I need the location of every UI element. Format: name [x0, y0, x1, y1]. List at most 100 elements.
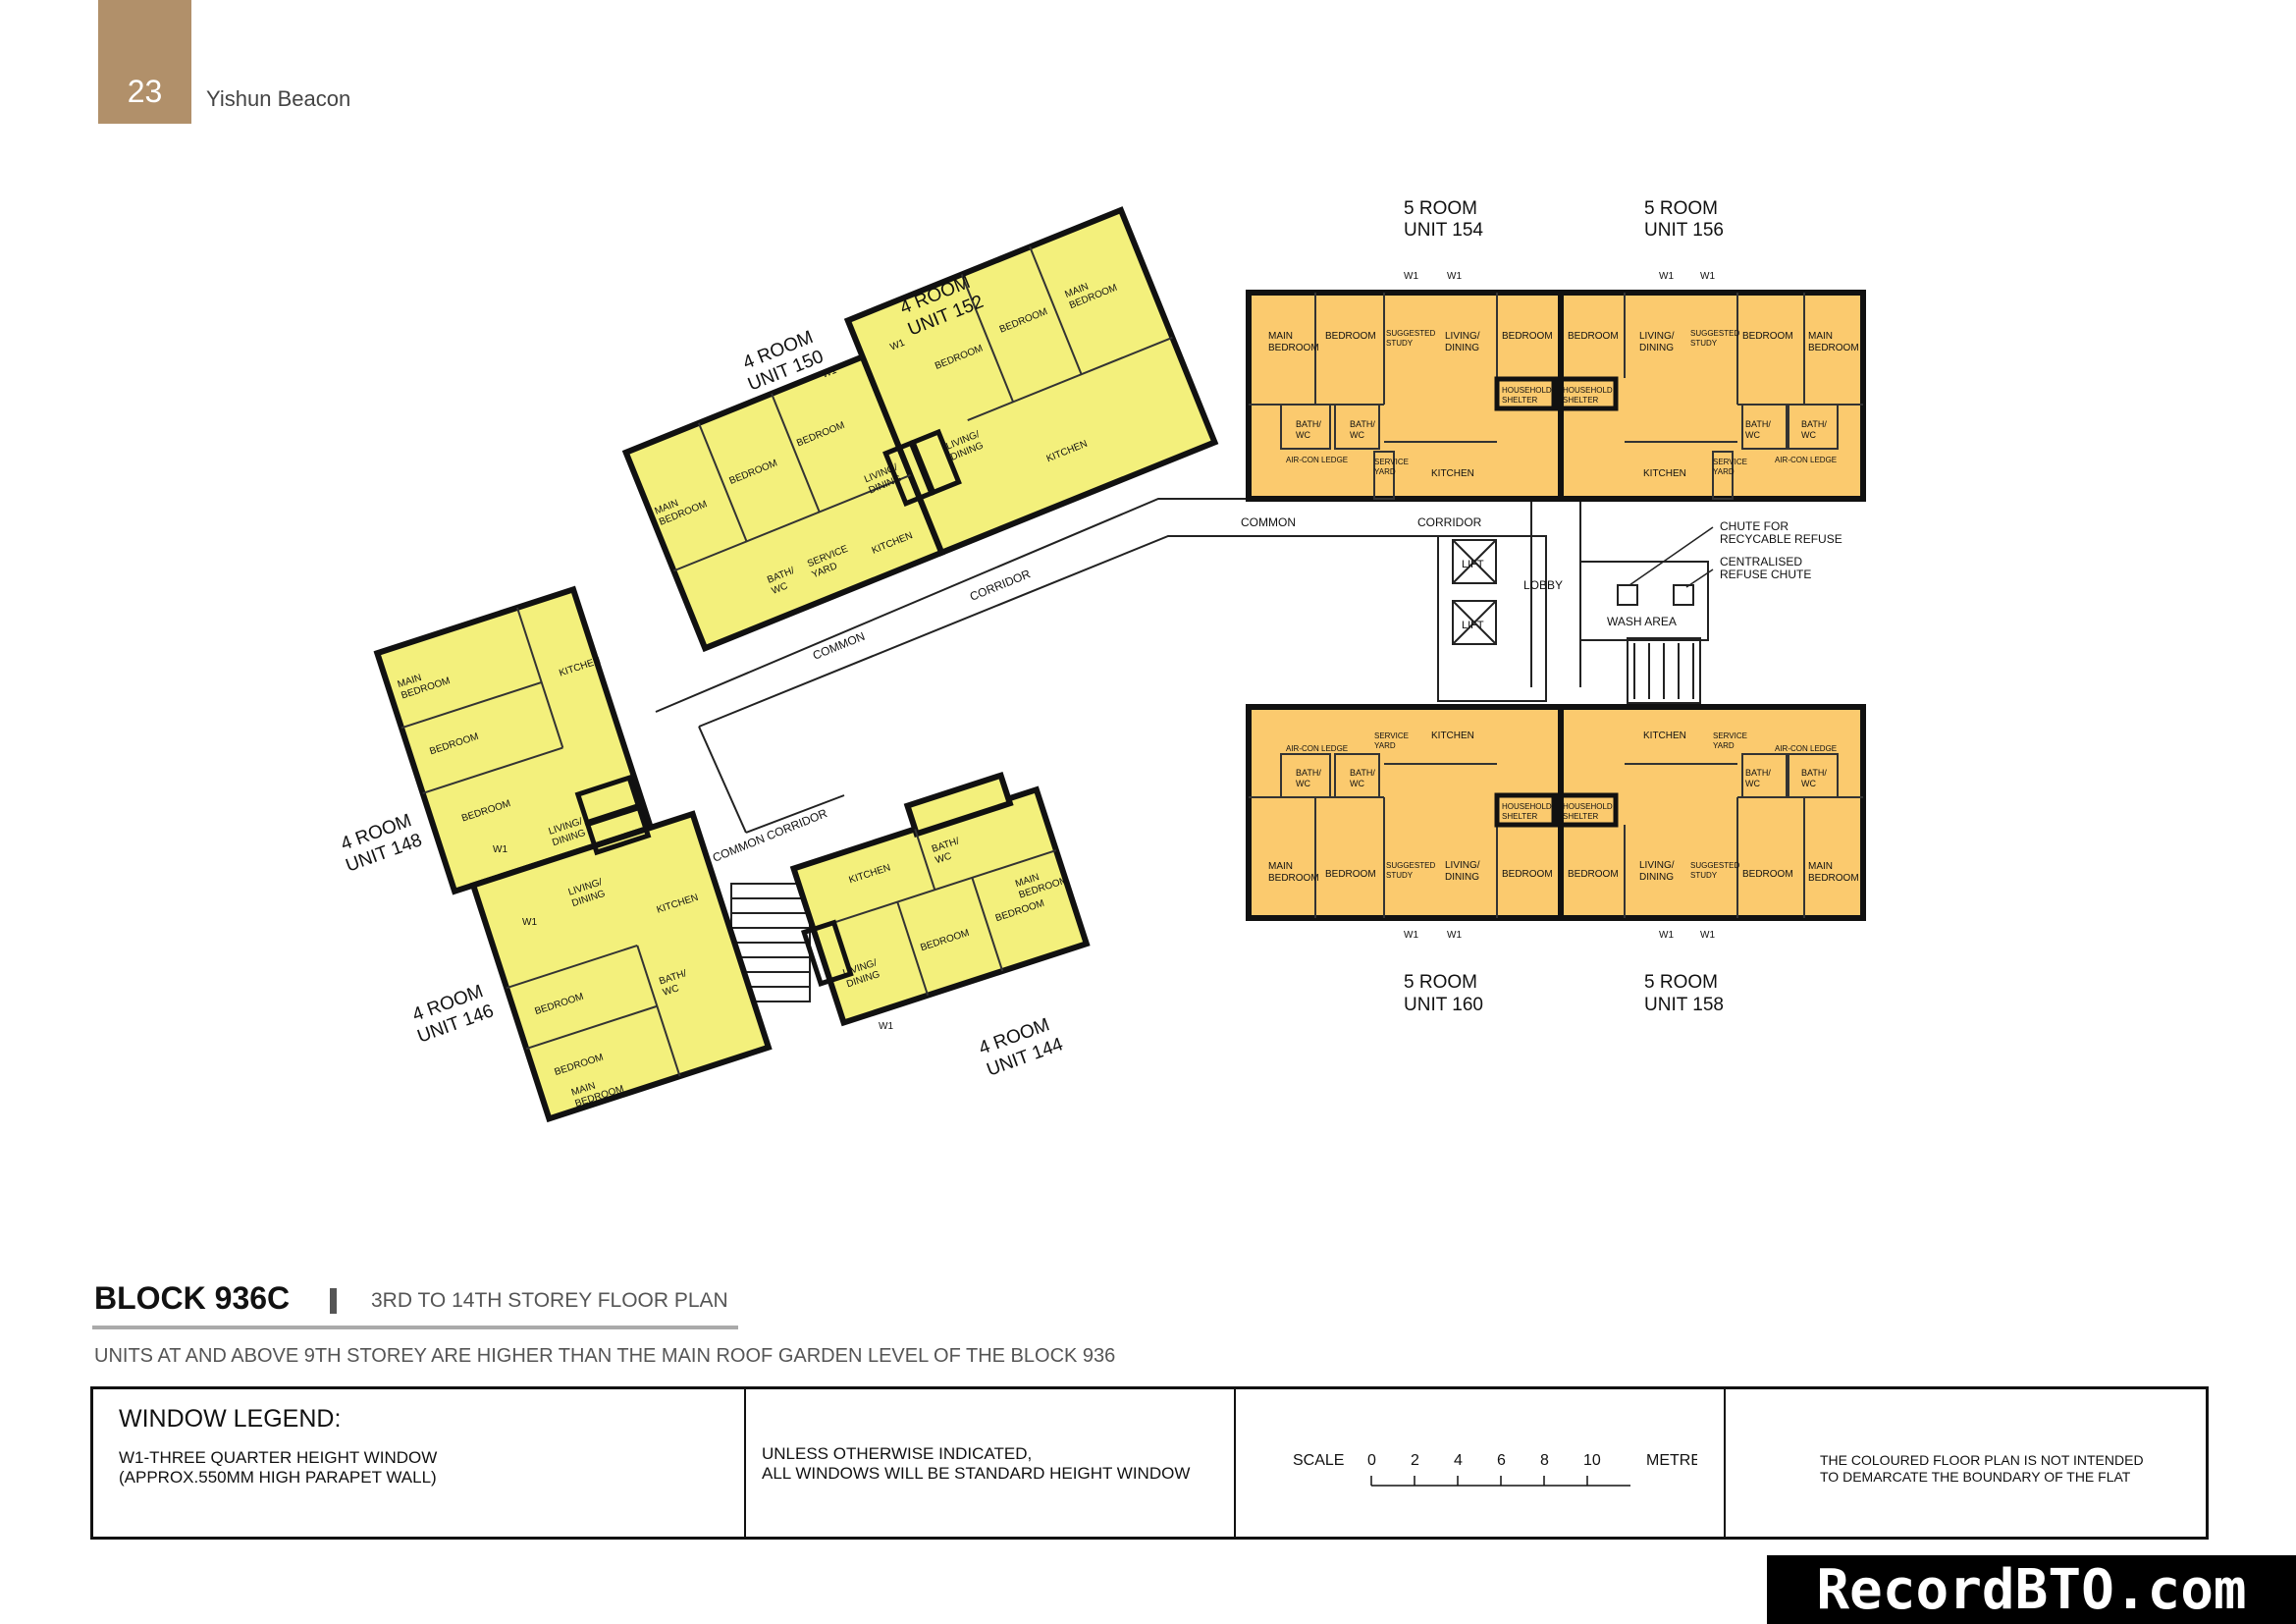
chute-label: CENTRALISED	[1720, 555, 1802, 568]
five-room-bottom: MAIN BEDROOM BEDROOM SUGGESTED STUDY LIV…	[1246, 704, 1866, 941]
room-label: SERVICE	[1713, 458, 1747, 466]
window-tag: W1	[1404, 271, 1418, 282]
scale-label: SCALE	[1293, 1452, 1344, 1469]
room-label: DINING	[1639, 343, 1674, 353]
window-tag: W1	[1700, 930, 1715, 941]
room-label: BATH/	[1350, 419, 1375, 429]
room-label: AIR-CON LEDGE	[1775, 456, 1837, 464]
room-label: BEDROOM	[1325, 869, 1376, 880]
lobby-label: LOBBY	[1523, 578, 1563, 592]
window-tag: W1	[1659, 271, 1674, 282]
room-label: BATH/	[1745, 768, 1771, 778]
window-tag: W1	[493, 844, 507, 855]
watermark: RecordBTO.com	[1767, 1555, 2296, 1624]
room-label: HOUSEHOLD	[1563, 386, 1613, 395]
room-label: WC	[1296, 779, 1310, 788]
room-label: SERVICE	[1374, 458, 1409, 466]
scale-tick-label: 2	[1411, 1452, 1419, 1469]
floor-plan: MAIN BEDROOM BEDROOM BEDROOM LIVING/ DIN…	[339, 198, 1866, 1123]
room-label: STUDY	[1386, 871, 1414, 880]
room-label: WC	[1296, 430, 1310, 440]
room-label: KITCHEN	[1431, 731, 1474, 741]
chute-label: RECYCABLE REFUSE	[1720, 532, 1842, 546]
room-label: SHELTER	[1563, 812, 1599, 821]
room-label: WC	[662, 983, 680, 999]
room-label: DINING	[1445, 872, 1479, 883]
standard-window-note-2: ALL WINDOWS WILL BE STANDARD HEIGHT WIND…	[762, 1464, 1191, 1483]
room-label: SHELTER	[1502, 396, 1538, 405]
room-label: WC	[1801, 779, 1816, 788]
room-label: LIVING/	[1639, 331, 1675, 342]
room-label: WC	[1350, 779, 1364, 788]
room-label: BEDROOM	[1502, 331, 1553, 342]
unit-160-type: 5 ROOM	[1404, 972, 1477, 993]
room-label: YARD	[1713, 741, 1735, 750]
room-label: SERVICE	[1713, 731, 1747, 740]
disclaimer-line: THE COLOURED FLOOR PLAN IS NOT INTENDED	[1820, 1452, 2144, 1468]
room-label: HOUSEHOLD	[1502, 802, 1552, 811]
room-label: STUDY	[1386, 339, 1414, 348]
room-label: MAIN	[1268, 861, 1293, 872]
lift-label: LIFT	[1462, 620, 1484, 631]
room-label: WC	[1350, 430, 1364, 440]
unit-148-label: 4 ROOM UNIT 148	[339, 810, 425, 876]
room-label: YARD	[1713, 467, 1735, 476]
room-label: BATH/	[1296, 419, 1321, 429]
room-label: SHELTER	[1502, 812, 1538, 821]
page-number: 23	[98, 0, 191, 124]
title-underline	[92, 1326, 738, 1329]
room-label: AIR-CON LEDGE	[1286, 456, 1348, 464]
project-name: Yishun Beacon	[206, 86, 351, 111]
corridor-label: COMMON CORRIDOR	[711, 806, 829, 865]
scale-tick-label: 8	[1540, 1452, 1549, 1469]
room-label: BEDROOM	[1268, 873, 1319, 884]
unit-160-area	[1246, 704, 1564, 921]
room-label: BEDROOM	[1568, 869, 1619, 880]
scale-tick-label: 4	[1454, 1452, 1463, 1469]
room-label: AIR-CON LEDGE	[1775, 744, 1837, 753]
room-label: BEDROOM	[1742, 869, 1793, 880]
window-tag: W1	[1659, 930, 1674, 941]
unit-146-label: 4 ROOM UNIT 146	[410, 981, 497, 1047]
standard-window-cell: UNLESS OTHERWISE INDICATED, ALL WINDOWS …	[746, 1389, 1236, 1537]
corridor-label: CORRIDOR	[968, 567, 1033, 604]
room-label: SUGGESTED	[1690, 329, 1739, 338]
window-tag: W1	[1404, 930, 1418, 941]
room-label: MAIN	[1268, 331, 1293, 342]
scale-tick-label: 0	[1367, 1452, 1376, 1469]
w1-description: W1-THREE QUARTER HEIGHT WINDOW	[119, 1448, 438, 1467]
room-label: LIVING/	[1445, 860, 1480, 871]
legend-table: WINDOW LEGEND: W1-THREE QUARTER HEIGHT W…	[90, 1386, 2209, 1540]
room-label: BATH/	[1801, 768, 1827, 778]
room-label: BATH/	[1745, 419, 1771, 429]
room-label: BEDROOM	[1502, 869, 1553, 880]
disclaimer-cell: THE COLOURED FLOOR PLAN IS NOT INTENDED …	[1726, 1389, 2206, 1537]
room-label: BEDROOM	[1325, 331, 1376, 342]
unit-144-wing: KITCHEN LIVING/ DINING BEDROOM BEDROOM M…	[789, 771, 1091, 1027]
unit-158-type: 5 ROOM	[1644, 972, 1718, 993]
unit-160-number: UNIT 160	[1404, 995, 1483, 1015]
room-label: BEDROOM	[1568, 331, 1619, 342]
scale-unit: METRES	[1646, 1452, 1697, 1469]
room-label: KITCHEN	[1643, 468, 1686, 479]
unit-154-type: 5 ROOM	[1404, 198, 1477, 219]
room-label: LIVING/	[1639, 860, 1675, 871]
unit-150-152-wing: MAIN BEDROOM BEDROOM BEDROOM LIVING/ DIN…	[621, 206, 1219, 653]
room-label: SUGGESTED	[1386, 861, 1435, 870]
room-label: YARD	[1374, 741, 1396, 750]
room-label: WC	[1801, 430, 1816, 440]
unit-152-area	[843, 206, 1219, 557]
five-room-top: MAIN BEDROOM BEDROOM SUGGESTED STUDY LIV…	[1246, 271, 1866, 502]
storey-range: 3RD TO 14TH STOREY FLOOR PLAN	[371, 1289, 728, 1312]
block-title: BLOCK 936C	[94, 1280, 291, 1316]
unit-156-type: 5 ROOM	[1644, 198, 1718, 219]
room-label: WC	[1745, 779, 1760, 788]
room-label: HOUSEHOLD	[1563, 802, 1613, 811]
chute-label: REFUSE CHUTE	[1720, 568, 1811, 581]
room-label: SUGGESTED	[1690, 861, 1739, 870]
room-label: SHELTER	[1563, 396, 1599, 405]
room-label: BEDROOM	[1742, 331, 1793, 342]
room-label: MAIN	[1808, 861, 1833, 872]
